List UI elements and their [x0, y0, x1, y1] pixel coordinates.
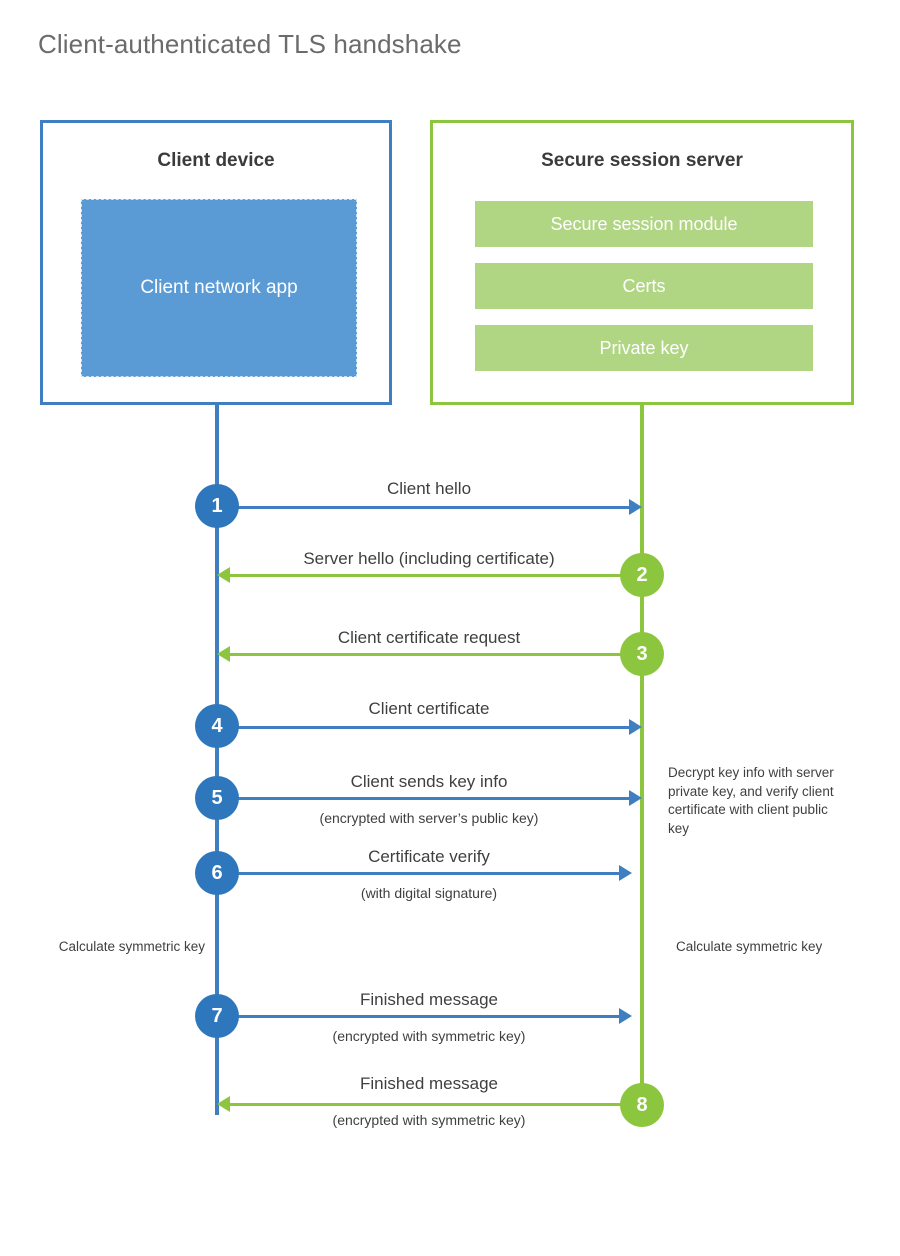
step-8-circle[interactable]: 8 [620, 1083, 664, 1127]
step-4-arrow-line [217, 726, 629, 729]
server-calculate-symmetric-key-note: Calculate symmetric key [676, 939, 823, 954]
step-1-arrow-head [629, 499, 642, 515]
step-8-label: Finished message [360, 1074, 498, 1093]
step-3-circle[interactable]: 3 [620, 632, 664, 676]
secure-session-server-panel: Secure session server Secure session mod… [430, 120, 854, 405]
step-4-circle[interactable]: 4 [195, 704, 239, 748]
step-6-sublabel: (with digital signature) [360, 885, 498, 901]
step-8-arrow-line [230, 1103, 642, 1106]
step-3-arrow-line [230, 653, 642, 656]
step-6-circle[interactable]: 6 [195, 851, 239, 895]
step-6-label: Certificate verify [368, 847, 490, 866]
step-6-arrow-line [217, 872, 619, 875]
step-5-circle[interactable]: 5 [195, 776, 239, 820]
step-7-sublabel: (encrypted with symmetric key) [332, 1028, 526, 1044]
step-2-label: Server hello (including certificate) [303, 549, 555, 568]
server-component-certs: Certs [475, 263, 813, 309]
step-2-arrow-head [217, 567, 230, 583]
server-lifeline [640, 405, 644, 1105]
step-8-arrow-head [217, 1096, 230, 1112]
step-5-arrow-head [629, 790, 642, 806]
step-2-arrow-line [230, 574, 642, 577]
step-5-label: Client sends key info [350, 772, 508, 791]
server-component-private-key: Private key [475, 325, 813, 371]
server-component-secure-session-module: Secure session module [475, 201, 813, 247]
step-7-circle[interactable]: 7 [195, 994, 239, 1038]
client-device-title: Client device [157, 150, 275, 171]
client-lifeline [215, 405, 219, 1115]
step-3-label: Client certificate request [337, 628, 521, 647]
client-device-panel: Client device Client network app [40, 120, 392, 405]
step-8-sublabel: (encrypted with symmetric key) [332, 1112, 526, 1128]
secure-session-server-title: Secure session server [541, 150, 743, 171]
step-2-circle[interactable]: 2 [620, 553, 664, 597]
step-3-arrow-head [217, 646, 230, 662]
step-1-label: Client hello [386, 479, 472, 498]
client-network-app-box: Client network app [81, 199, 357, 377]
step-7-label: Finished message [360, 990, 498, 1009]
step-1-arrow-line [217, 506, 629, 509]
step-1-circle[interactable]: 1 [195, 484, 239, 528]
step-7-arrow-head [619, 1008, 632, 1024]
step-4-arrow-head [629, 719, 642, 735]
step-6-arrow-head [619, 865, 632, 881]
step-4-label: Client certificate [368, 699, 490, 718]
step-5-arrow-line [217, 797, 629, 800]
step-7-arrow-line [217, 1015, 619, 1018]
step-5-sublabel: (encrypted with server’s public key) [319, 810, 539, 826]
page-title: Client-authenticated TLS handshake [38, 29, 462, 59]
client-calculate-symmetric-key-note: Calculate symmetric key [58, 939, 205, 954]
server-decrypt-note: Decrypt key info with server private key… [668, 765, 834, 836]
